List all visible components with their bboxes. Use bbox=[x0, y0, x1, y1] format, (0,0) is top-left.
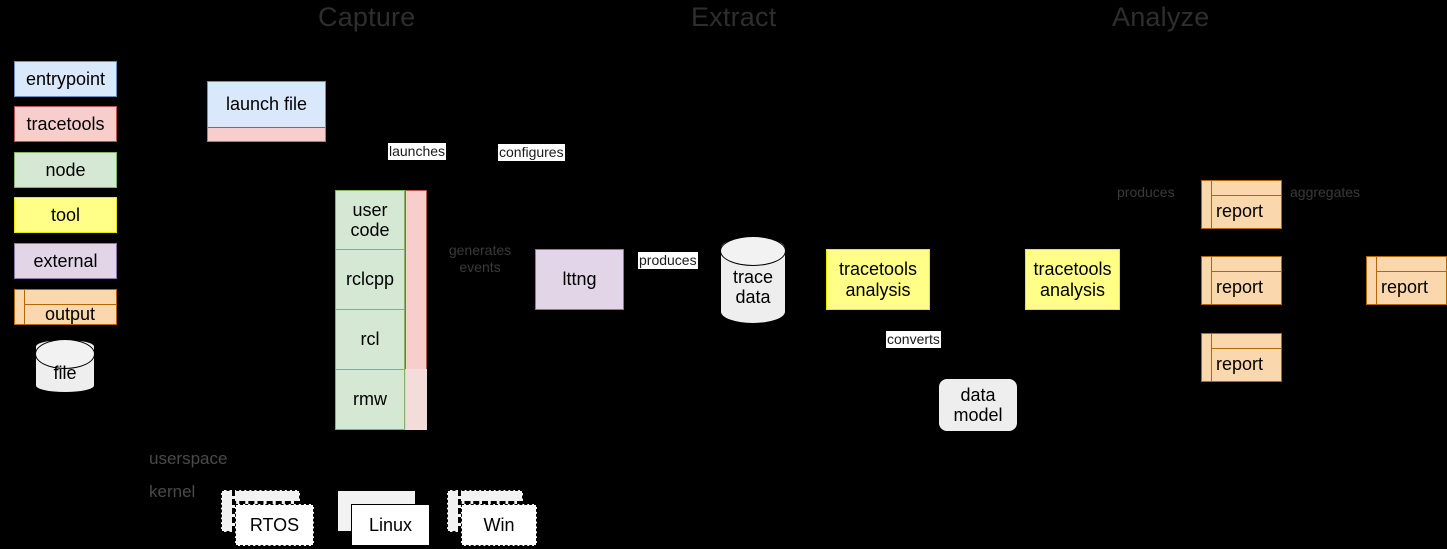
trace-data-cylinder: trace data bbox=[720, 236, 786, 324]
legend-label-node: node bbox=[45, 159, 86, 180]
phase-heading-extract: Extract bbox=[691, 2, 777, 32]
node-stack-label-rclcpp: rclcpp bbox=[345, 269, 394, 290]
legend-label-tracetools: tracetools bbox=[26, 113, 105, 134]
node-stack-tracetools-bar-faded bbox=[405, 369, 427, 430]
launch-file-box: launch file bbox=[207, 81, 326, 142]
launch-file-tracetools-bar bbox=[208, 127, 325, 141]
lttng-box: lttng bbox=[535, 249, 624, 310]
edge-lttng-to-tracedata bbox=[624, 280, 720, 281]
legend-label-entrypoint: entrypoint bbox=[25, 68, 106, 89]
node-stack-tracetools-bar bbox=[405, 190, 427, 370]
data-model-line1: data bbox=[960, 384, 996, 405]
document-header-line bbox=[1211, 271, 1282, 272]
node-stack-label-rcl: rcl bbox=[360, 329, 380, 350]
legend-item-tool: tool bbox=[14, 197, 117, 233]
edge-label-generates-events: generates events bbox=[438, 242, 522, 275]
lttng-label: lttng bbox=[562, 269, 597, 290]
layer-label-userspace: userspace bbox=[149, 449, 228, 468]
cube-side-face bbox=[221, 490, 235, 532]
trace-data-label: trace data bbox=[733, 253, 773, 307]
legend-label-external: external bbox=[33, 250, 98, 271]
document-tab-line bbox=[1211, 256, 1212, 305]
tracetools-analysis-left-line2: analysis bbox=[845, 279, 911, 300]
document-header-line bbox=[24, 304, 117, 305]
report-label-4: report bbox=[1381, 277, 1429, 297]
data-model-line2: model bbox=[953, 405, 1003, 425]
report-label-2: report bbox=[1216, 277, 1264, 297]
tracetools-analysis-left-box: tracetools analysis bbox=[826, 249, 930, 310]
os-box-win: Win bbox=[447, 490, 537, 546]
document-tab-line bbox=[1211, 333, 1212, 382]
legend-item-tracetools: tracetools bbox=[14, 106, 117, 142]
document-tab-line bbox=[24, 289, 25, 325]
edge-launchfile-to-nodestack bbox=[266, 145, 267, 210]
trace-data-line2: data bbox=[735, 287, 771, 307]
report-box-1: report bbox=[1201, 180, 1282, 229]
os-box-rtos: RTOS bbox=[221, 490, 314, 546]
report-label-3: report bbox=[1216, 354, 1264, 374]
report-box-aggregated: report bbox=[1366, 256, 1447, 305]
cube-side-face bbox=[337, 490, 351, 532]
node-stack-label-rmw: rmw bbox=[353, 389, 387, 410]
edge-label-produces-trace: produces bbox=[638, 252, 698, 269]
trace-data-line1: trace bbox=[732, 266, 774, 287]
phase-heading-analyze: Analyze bbox=[1112, 2, 1210, 32]
node-stack-segment-rcl: rcl bbox=[335, 309, 405, 370]
report-box-2: report bbox=[1201, 256, 1282, 305]
edge-label-generates-line1: generates bbox=[448, 242, 512, 258]
node-stack-segment-rclcpp: rclcpp bbox=[335, 249, 405, 310]
legend-label-file: file bbox=[53, 362, 77, 383]
legend-item-output: output bbox=[14, 289, 117, 325]
data-model-box: data model bbox=[938, 378, 1018, 432]
os-label-win: Win bbox=[483, 514, 515, 535]
os-box-linux: Linux bbox=[337, 490, 430, 546]
tracetools-analysis-right-line1: tracetools bbox=[1033, 259, 1112, 280]
node-stack: user code rclcpp rcl rmw bbox=[335, 190, 427, 430]
node-stack-segment-rmw: rmw bbox=[335, 369, 405, 430]
edge-datamodel-to-analysis-right bbox=[1018, 404, 1072, 405]
edge-label-converts: converts bbox=[886, 331, 941, 348]
cube-side-face bbox=[447, 490, 461, 532]
cube-front-face: RTOS bbox=[235, 504, 314, 546]
edge-label-produces-report: produces bbox=[1117, 184, 1175, 200]
node-stack-label-user: user bbox=[352, 199, 388, 220]
tracetools-analysis-right-line2: analysis bbox=[1039, 279, 1106, 300]
os-label-linux: Linux bbox=[368, 514, 413, 535]
edge-label-launches: launches bbox=[388, 143, 447, 160]
cylinder-lid bbox=[35, 339, 95, 369]
launch-file-label: launch file bbox=[225, 94, 308, 115]
legend-label-tool: tool bbox=[50, 204, 81, 225]
report-box-3: report bbox=[1201, 333, 1282, 382]
cube-front-face: Linux bbox=[351, 504, 430, 546]
document-tab-line bbox=[1211, 180, 1212, 229]
edge-label-generates-line2: events bbox=[459, 258, 501, 275]
layer-label-kernel: kernel bbox=[149, 482, 196, 501]
document-header-line bbox=[1211, 348, 1282, 349]
cube-front-face: Win bbox=[461, 504, 537, 546]
phase-heading-capture: Capture bbox=[318, 2, 416, 32]
edge-analysis-to-datamodel bbox=[878, 310, 879, 378]
tracetools-analysis-right-box: tracetools analysis bbox=[1025, 249, 1120, 310]
legend-label-output: output bbox=[44, 303, 96, 324]
tracetools-analysis-left-line1: tracetools bbox=[838, 259, 918, 280]
edge-tracedata-to-analysis bbox=[786, 280, 826, 281]
edge-label-configures: configures bbox=[498, 144, 565, 161]
cylinder-lid bbox=[720, 236, 786, 266]
document-tab-line bbox=[1376, 256, 1377, 305]
legend-item-entrypoint: entrypoint bbox=[14, 61, 117, 97]
os-label-rtos: RTOS bbox=[249, 514, 300, 535]
document-header-line bbox=[1211, 195, 1282, 196]
legend-item-external: external bbox=[14, 243, 117, 279]
legend-item-node: node bbox=[14, 152, 117, 188]
edge-label-aggregates: aggregates bbox=[1290, 184, 1361, 200]
node-stack-label-code: code bbox=[350, 220, 390, 240]
document-header-line bbox=[1376, 271, 1447, 272]
node-stack-segment-user-code: user code bbox=[335, 190, 405, 250]
legend-item-file: file bbox=[35, 339, 95, 393]
report-label-1: report bbox=[1216, 201, 1264, 221]
